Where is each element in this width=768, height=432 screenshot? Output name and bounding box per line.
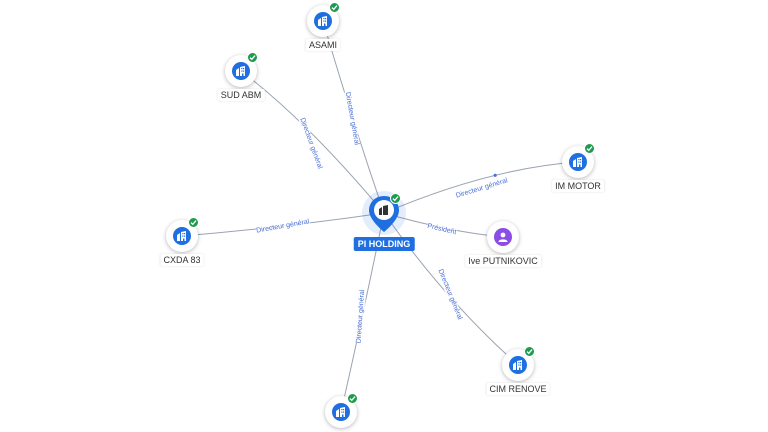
- verified-check-icon: [188, 217, 199, 228]
- building-icon: [509, 356, 527, 374]
- node-circle[interactable]: [487, 221, 519, 253]
- node-label: CIM RENOVE: [486, 383, 550, 395]
- building-icon: [569, 153, 587, 171]
- node-label: SUD ABM: [217, 89, 265, 101]
- building-icon: [332, 403, 350, 421]
- node-circle[interactable]: [325, 396, 357, 428]
- node-circle[interactable]: [502, 349, 534, 381]
- node-label: IM MOTOR: [552, 180, 604, 192]
- verified-check-icon: [524, 346, 535, 357]
- verified-check-icon: [347, 393, 358, 404]
- edge-arrow-im_motor: [493, 173, 497, 177]
- edge-im_motor: [383, 161, 579, 214]
- person-icon: [494, 228, 512, 246]
- building-icon: [314, 12, 332, 30]
- building-icon: [232, 62, 250, 80]
- verified-check-icon: [247, 52, 258, 63]
- center-node-label: PI HOLDING: [353, 237, 415, 251]
- node-circle[interactable]: [307, 5, 339, 37]
- node-label: Ive PUTNIKOVIC: [465, 255, 541, 267]
- node-label: ASAMI: [305, 39, 341, 51]
- node-circle[interactable]: [166, 220, 198, 252]
- node-circle[interactable]: [562, 146, 594, 178]
- node-label: CXDA 83: [160, 254, 204, 266]
- verified-check-icon: [329, 2, 340, 13]
- verified-check-icon: [584, 143, 595, 154]
- map-pin-icon: [369, 196, 399, 232]
- verified-check-icon: [390, 193, 401, 204]
- building-icon: [173, 227, 191, 245]
